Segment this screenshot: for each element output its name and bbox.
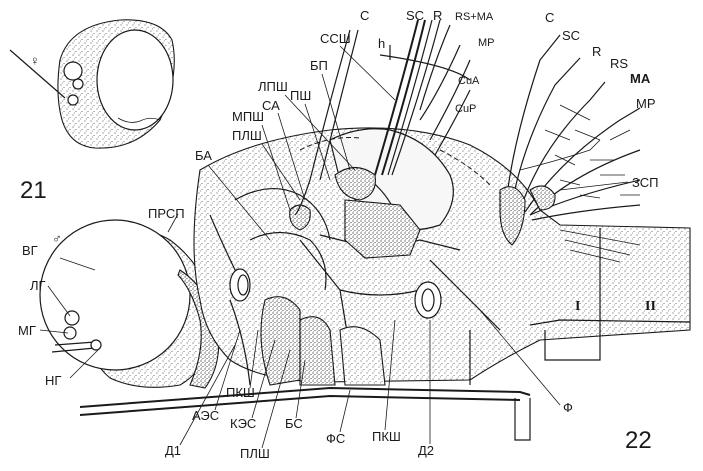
label-LPSH: ЛПШ	[258, 79, 288, 94]
label-BP: БП	[310, 58, 328, 73]
label-C-left: C	[360, 8, 369, 23]
figure-22-number: 22	[625, 427, 652, 454]
figure-21-head	[10, 20, 174, 148]
label-PRSP: ПРСП	[148, 206, 185, 221]
label-RS-MA-left: RS+MA	[455, 11, 494, 23]
label-CuA: CuA	[458, 75, 480, 87]
label-PKSH-left: ПКШ	[226, 385, 255, 400]
female-symbol: ♀	[30, 53, 40, 68]
label-MP-right: MP	[636, 96, 656, 111]
substrate-lines	[80, 388, 530, 440]
label-PKSH-right: ПКШ	[372, 429, 401, 444]
label-VG: ВГ	[22, 243, 38, 258]
label-D2: Д2	[418, 443, 434, 458]
label-SA: СА	[262, 98, 280, 113]
segment-I: I	[575, 299, 580, 314]
label-SC-right: SC	[562, 28, 580, 43]
label-h: h	[378, 36, 385, 51]
label-D1: Д1	[165, 443, 181, 458]
label-MPSH: МПШ	[232, 109, 264, 124]
label-FS: ФС	[326, 431, 345, 446]
label-PLSH-bottom: ПЛШ	[240, 446, 270, 461]
label-MG: МГ	[18, 323, 36, 338]
label-NG: НГ	[45, 373, 61, 388]
label-MP-left: MP	[478, 37, 495, 49]
label-PSH: ПШ	[290, 88, 311, 103]
segment-II: II	[645, 299, 656, 314]
label-ZSP: ЗСП	[632, 175, 658, 190]
label-KES: КЭС	[230, 416, 256, 431]
label-R-left: R	[433, 8, 442, 23]
label-RS-right: RS	[610, 56, 628, 71]
label-BA: БА	[195, 148, 212, 163]
label-CuP: CuP	[455, 103, 476, 115]
figure-21-number: 21	[20, 177, 47, 204]
label-BS: БС	[285, 416, 303, 431]
label-MA-right: MA	[630, 71, 651, 86]
thorax-body	[194, 128, 690, 385]
label-SC-left: SC	[406, 8, 424, 23]
label-LG: ЛГ	[30, 278, 46, 293]
head-male	[40, 220, 219, 388]
label-C-right: C	[545, 10, 554, 25]
label-F: Ф	[563, 400, 573, 415]
label-R-right: R	[592, 44, 601, 59]
male-symbol: ♂	[52, 231, 62, 246]
label-PLSH-top: ПЛШ	[232, 128, 262, 143]
label-SSH: ССШ	[320, 31, 351, 46]
